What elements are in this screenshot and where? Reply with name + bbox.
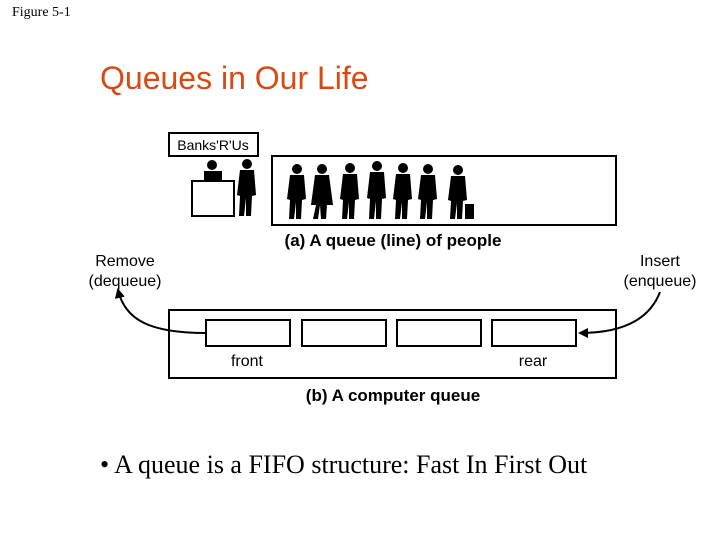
caption-computer-queue: (b) A computer queue	[306, 386, 480, 405]
person-silhouette	[340, 163, 359, 219]
person-silhouette	[448, 165, 474, 219]
caption-people-queue: (a) A queue (line) of people	[285, 231, 502, 250]
computer-queue: front rear	[168, 309, 617, 379]
computer-queue-box	[168, 309, 617, 379]
bullet-marker: •	[100, 450, 115, 479]
rear-label: rear	[519, 353, 548, 370]
figure-label: Figure 5-1	[12, 5, 71, 20]
remove-label: Remove	[95, 253, 155, 270]
teller-counter	[191, 160, 235, 217]
people-queue-box	[271, 155, 617, 226]
queue-cell	[205, 319, 291, 347]
bullet-text: • A queue is a FIFO structure: Fast In F…	[100, 450, 587, 480]
queue-cell	[396, 319, 482, 347]
people-queue	[237, 155, 617, 226]
person-silhouette	[311, 164, 333, 219]
bullet-line: A queue is a FIFO structure: Fast In Fir…	[114, 450, 588, 479]
dequeue-arrow	[114, 288, 207, 334]
person-silhouette	[393, 163, 412, 219]
person-silhouette	[418, 164, 437, 219]
person-silhouette	[367, 161, 386, 219]
dequeue-label: (dequeue)	[89, 273, 162, 290]
person-silhouette	[287, 164, 306, 219]
queue-cell	[301, 319, 387, 347]
bank-sign: Banks'R'Us	[168, 132, 259, 157]
front-label: front	[231, 353, 264, 370]
insert-label: Insert	[640, 253, 681, 270]
bank-sign-text: Banks'R'Us	[177, 137, 248, 153]
person-silhouette	[237, 159, 256, 216]
queue-cell	[491, 319, 577, 347]
enqueue-arrow	[578, 291, 661, 338]
enqueue-label: (enqueue)	[624, 273, 697, 290]
slide-title: Queues in Our Life	[100, 60, 369, 96]
